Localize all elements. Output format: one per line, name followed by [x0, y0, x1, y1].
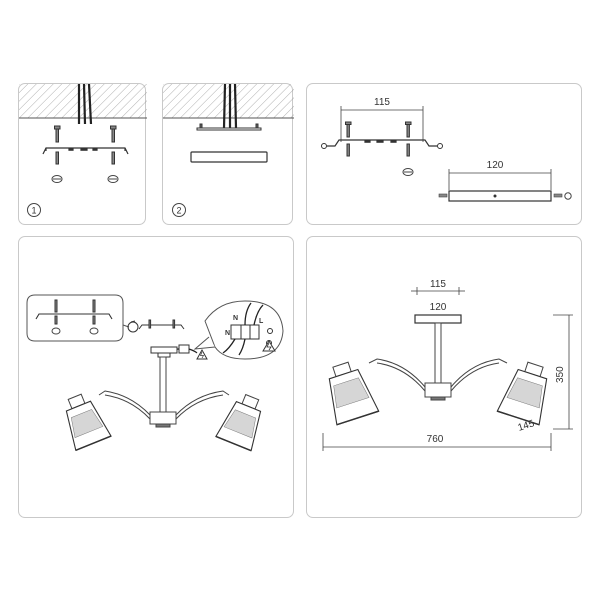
arm-left	[368, 358, 426, 392]
bracket-side-view	[327, 139, 437, 147]
canopy-plate	[150, 346, 178, 354]
neutral-label-top: N	[233, 315, 238, 322]
supply-wires	[222, 84, 238, 129]
stem	[159, 356, 167, 413]
neutral-label-bottom: N	[225, 330, 230, 337]
stem	[434, 322, 442, 384]
height-label: 350	[555, 366, 566, 383]
ceiling	[163, 84, 294, 119]
plate-width-label: 120	[487, 160, 504, 171]
rotation-arrow	[130, 320, 136, 323]
canopy-plate-side	[438, 190, 572, 202]
central-body	[424, 382, 452, 398]
canopy-plate	[190, 151, 268, 163]
mounted-bracket	[196, 123, 262, 131]
live-label: L	[259, 318, 264, 325]
bracket-width-label: 115	[430, 279, 446, 290]
canopy-plate	[414, 314, 462, 324]
warning-icon	[262, 340, 276, 352]
mounting-bracket	[42, 147, 129, 155]
step-number-circle	[172, 203, 186, 217]
shade-size-label: 145	[517, 418, 537, 434]
step-2-illustration: 2	[163, 84, 294, 217]
wall-plug	[402, 168, 414, 176]
span-dimension	[322, 433, 552, 451]
step-1-illustration: 1	[19, 84, 147, 217]
step-number: 1	[31, 206, 36, 216]
overall-dimensions-illustration: 115 120	[322, 279, 573, 451]
bracket-width-dimension	[411, 287, 465, 295]
bracket-screws	[55, 151, 115, 165]
step-2-panel: 2	[162, 83, 294, 225]
bracket-width-label: 115	[374, 97, 390, 108]
step-1-panel: 1	[18, 83, 147, 225]
ground-warning-icon	[196, 348, 208, 360]
central-body	[149, 411, 177, 425]
arm-right	[175, 390, 230, 420]
span-label: 760	[427, 434, 444, 445]
ceiling	[19, 84, 147, 119]
height-dimension	[553, 314, 573, 430]
rotation-icon	[127, 321, 139, 333]
wall-plugs	[51, 175, 119, 183]
step-number: 2	[176, 206, 181, 216]
supply-wires	[77, 84, 93, 125]
lampshade-left	[65, 393, 112, 452]
finial	[430, 396, 446, 401]
assembly-wiring-illustration: N L N	[26, 294, 284, 452]
bracket-dimensions-panel: 115 120	[306, 83, 582, 225]
ceiling-screw-right	[110, 125, 117, 143]
lampshade-left	[328, 361, 380, 426]
wiring-detail-bubble	[193, 300, 284, 360]
canopy-width-label: 120	[430, 302, 447, 313]
finial	[155, 423, 171, 428]
overall-dimensions-panel: 115 120	[306, 236, 582, 518]
bracket-dimensions-illustration: 115 120	[321, 97, 572, 202]
canopy-collar	[157, 352, 171, 358]
lampshade-right	[215, 393, 262, 452]
bracket-small	[138, 319, 185, 330]
arm-left	[98, 390, 151, 420]
lampshade-right	[496, 361, 548, 426]
bracket-width-dimension	[340, 106, 424, 142]
ceiling-screw-left	[54, 125, 61, 143]
assembly-wiring-panel: N L N	[18, 236, 294, 518]
arm-right	[450, 358, 508, 392]
step-number-circle	[27, 203, 41, 217]
bracket-detail-bubble	[26, 294, 124, 342]
plate-width-dimension	[448, 169, 552, 190]
terminal-block	[230, 324, 260, 340]
bracket-screws	[321, 121, 443, 157]
